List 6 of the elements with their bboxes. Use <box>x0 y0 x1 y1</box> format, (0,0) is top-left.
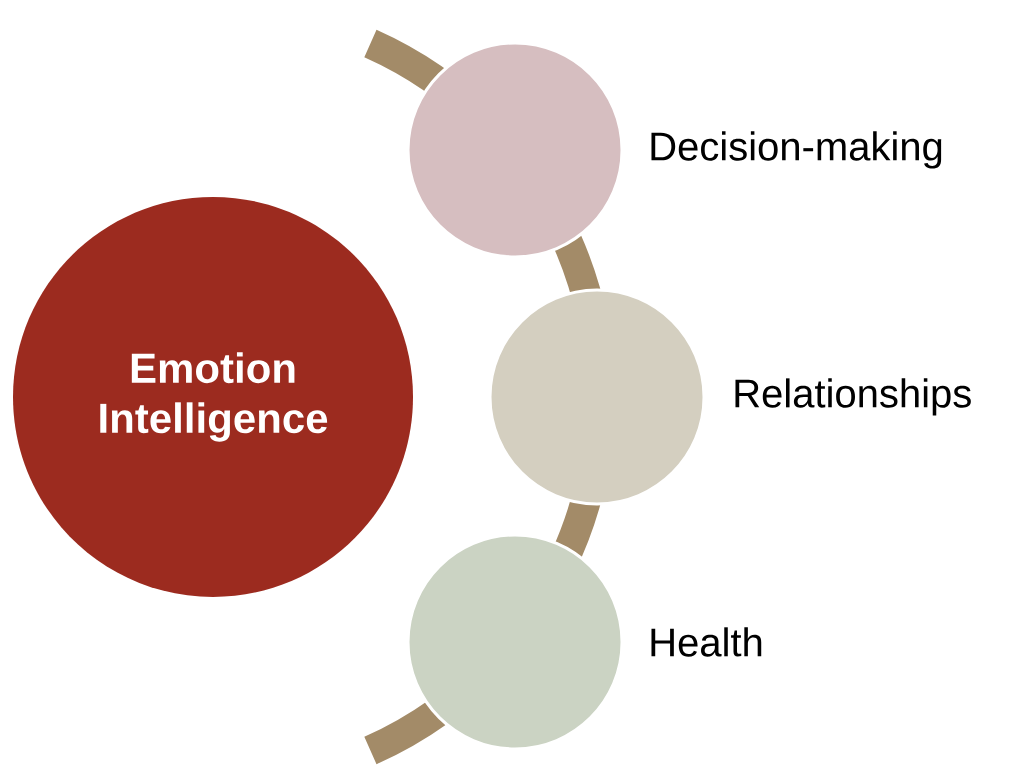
side-label: Health <box>651 627 762 657</box>
circle <box>406 41 624 259</box>
circle <box>406 533 624 751</box>
circle <box>488 288 706 506</box>
side-label: Decision-making <box>651 131 942 169</box>
side-label: Relationships <box>735 378 971 416</box>
